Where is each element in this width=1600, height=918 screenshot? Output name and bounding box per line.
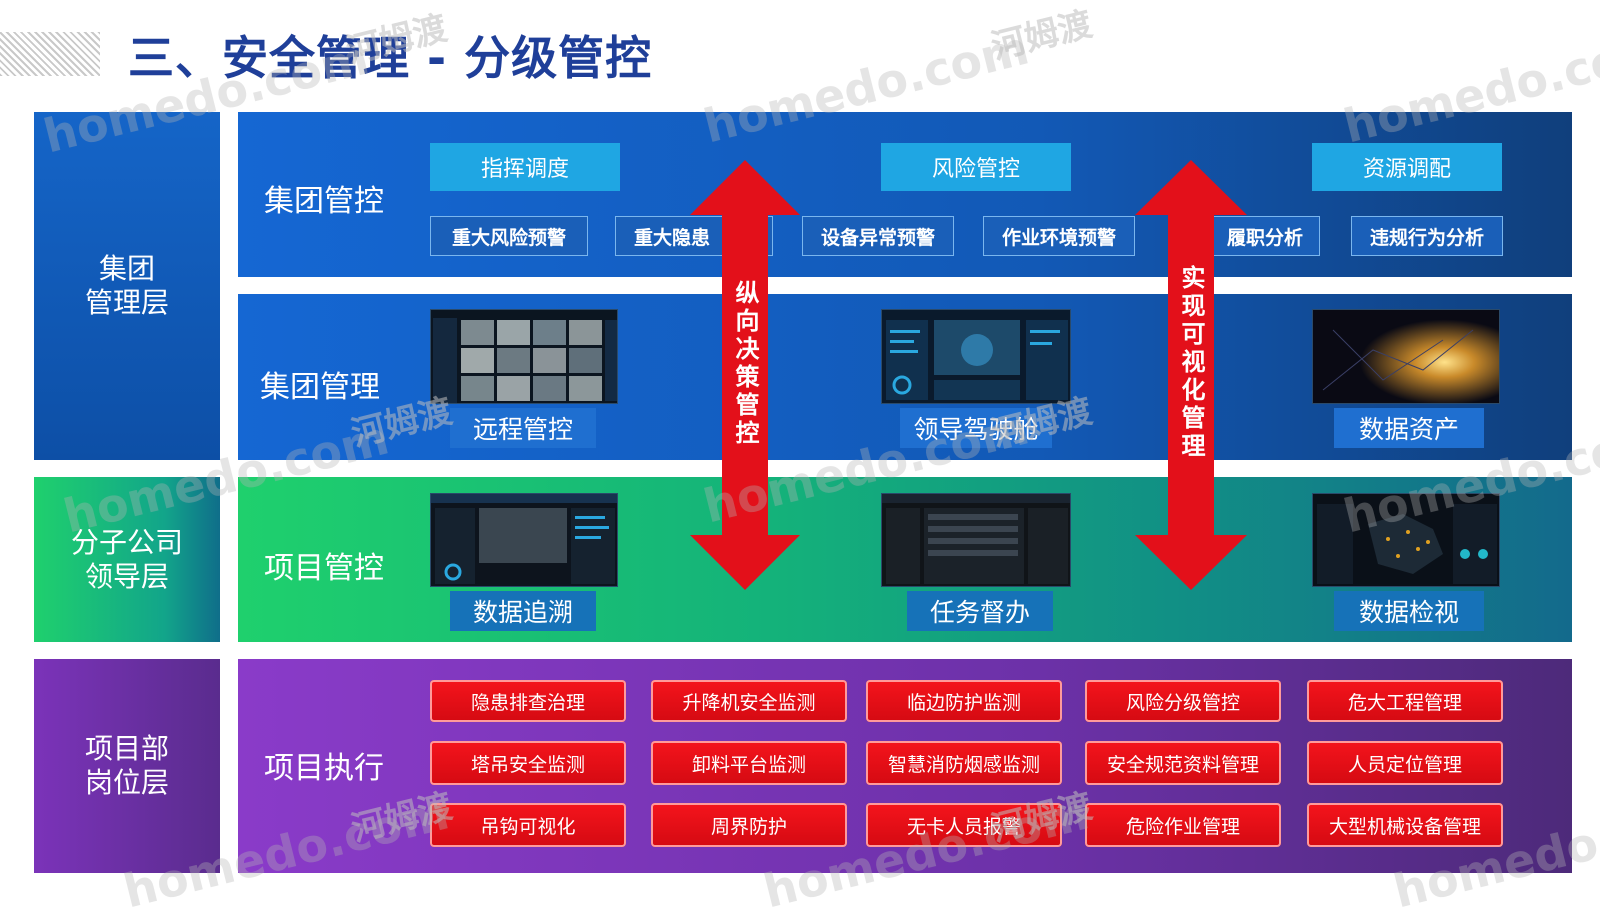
tower-crane-monitoring-button[interactable]: 塔吊安全监测 bbox=[430, 741, 626, 785]
double-arrow-right-icon bbox=[1135, 160, 1247, 590]
title-hatch-decoration bbox=[0, 32, 100, 76]
safety-documents-management-button[interactable]: 安全规范资料管理 bbox=[1085, 741, 1281, 785]
traceability-thumbnail bbox=[431, 494, 617, 586]
task-supervision-screenshot[interactable] bbox=[881, 493, 1071, 587]
work-environment-warning-button[interactable]: 作业环境预警 bbox=[983, 216, 1135, 256]
tier-label: 项目部 岗位层 bbox=[84, 732, 169, 799]
unloading-platform-monitoring-button[interactable]: 卸料平台监测 bbox=[651, 741, 847, 785]
row-label-project-execution: 项目执行 bbox=[264, 751, 384, 786]
tier-label: 分子公司 领导层 bbox=[70, 525, 183, 593]
perimeter-protection-button[interactable]: 周界防护 bbox=[651, 803, 847, 847]
hazard-investigation-button[interactable]: 隐患排查治理 bbox=[430, 680, 626, 722]
visual-management-label: 实现可视化管理 bbox=[1177, 265, 1205, 461]
smart-fire-smoke-monitoring-button[interactable]: 智慧消防烟感监测 bbox=[866, 741, 1062, 785]
data-assets-thumbnail bbox=[1313, 310, 1499, 403]
row-label-group-control: 集团管控 bbox=[264, 184, 384, 219]
remote-control-caption[interactable]: 远程管控 bbox=[450, 408, 596, 448]
row-label-group-management: 集团管理 bbox=[260, 370, 380, 405]
data-assets-caption[interactable]: 数据资产 bbox=[1334, 408, 1484, 448]
resource-allocation-button[interactable]: 资源调配 bbox=[1312, 143, 1502, 191]
hazardous-work-management-button[interactable]: 危险作业管理 bbox=[1085, 803, 1281, 847]
hook-visualization-button[interactable]: 吊钩可视化 bbox=[430, 803, 626, 847]
tier-label: 集团 管理层 bbox=[84, 252, 169, 319]
major-risk-warning-button[interactable]: 重大风险预警 bbox=[430, 216, 588, 256]
major-engineering-management-button[interactable]: 危大工程管理 bbox=[1307, 680, 1503, 722]
row-label-project-control: 项目管控 bbox=[264, 551, 384, 586]
edge-protection-monitoring-button[interactable]: 临边防护监测 bbox=[866, 680, 1062, 722]
page-title: 三、安全管理 - 分级管控 bbox=[128, 31, 653, 85]
dashboard-thumbnail bbox=[882, 310, 1070, 403]
tier-project-department: 项目部 岗位层 bbox=[34, 659, 220, 873]
hoist-safety-monitoring-button[interactable]: 升降机安全监测 bbox=[651, 680, 847, 722]
data-review-thumbnail bbox=[1313, 494, 1499, 586]
command-dispatch-button[interactable]: 指挥调度 bbox=[430, 143, 620, 191]
tier-subsidiary-leadership: 分子公司 领导层 bbox=[34, 477, 220, 642]
data-traceability-screenshot[interactable] bbox=[430, 493, 618, 587]
double-arrow-left-icon bbox=[690, 160, 800, 590]
leader-cockpit-screenshot[interactable] bbox=[881, 309, 1071, 404]
personnel-location-management-button[interactable]: 人员定位管理 bbox=[1307, 741, 1503, 785]
watermark: 河姆渡 bbox=[987, 4, 1097, 68]
task-supervision-caption[interactable]: 任务督办 bbox=[907, 591, 1053, 631]
data-review-caption[interactable]: 数据检视 bbox=[1334, 591, 1484, 631]
no-card-personnel-alarm-button[interactable]: 无卡人员报警 bbox=[866, 803, 1062, 847]
risk-control-button[interactable]: 风险管控 bbox=[881, 143, 1071, 191]
video-wall-thumbnail bbox=[431, 310, 617, 403]
data-review-screenshot[interactable] bbox=[1312, 493, 1500, 587]
data-assets-screenshot[interactable] bbox=[1312, 309, 1500, 404]
remote-control-screenshot[interactable] bbox=[430, 309, 618, 404]
data-traceability-caption[interactable]: 数据追溯 bbox=[450, 591, 596, 631]
risk-grading-control-button[interactable]: 风险分级管控 bbox=[1085, 680, 1281, 722]
vertical-decision-control-label: 纵向决策管控 bbox=[731, 280, 759, 448]
large-machinery-management-button[interactable]: 大型机械设备管理 bbox=[1307, 803, 1503, 847]
task-supervision-thumbnail bbox=[882, 494, 1070, 586]
leader-cockpit-caption[interactable]: 领导驾驶舱 bbox=[900, 408, 1052, 448]
tier-group-management: 集团 管理层 bbox=[34, 112, 220, 460]
violation-behavior-analysis-button[interactable]: 违规行为分析 bbox=[1351, 216, 1503, 256]
equipment-anomaly-warning-button[interactable]: 设备异常预警 bbox=[802, 216, 954, 256]
